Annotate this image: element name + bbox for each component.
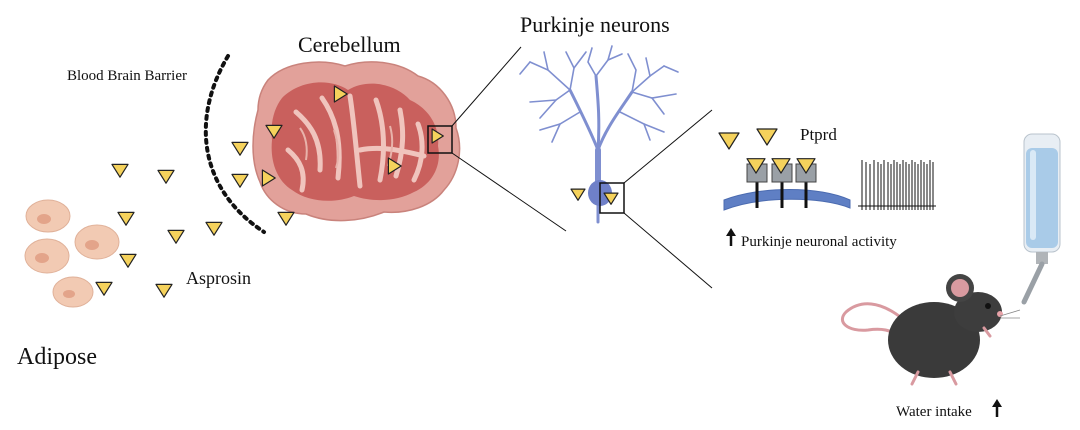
zoom-line	[623, 212, 713, 289]
asprosin-triangle-icon	[231, 173, 249, 188]
asprosin-triangle-icon	[265, 124, 283, 139]
asprosin-triangle-icon	[603, 192, 619, 205]
asprosin-triangle-icon	[231, 141, 249, 156]
cell-membrane	[723, 189, 851, 211]
zoom-line	[451, 152, 567, 232]
cerebellum-illustration	[252, 61, 461, 222]
asprosin-triangle-icon	[117, 211, 135, 226]
asprosin-triangle-icon	[431, 128, 444, 144]
asprosin-triangle-icon	[261, 169, 276, 187]
asprosin-triangle-icon	[771, 158, 791, 174]
asprosin-triangle-icon	[333, 85, 348, 103]
asprosin-triangle-icon	[718, 132, 740, 150]
purkinje-activity-label: Purkinje neuronal activity	[741, 234, 897, 250]
asprosin-triangle-icon	[111, 163, 129, 178]
zoom-line	[623, 109, 713, 184]
asprosin-molecules	[95, 85, 816, 298]
asprosin-label: Asprosin	[186, 268, 251, 288]
asprosin-triangle-icon	[756, 128, 778, 146]
adipose-cells	[24, 199, 120, 308]
asprosin-triangle-icon	[95, 281, 113, 296]
asprosin-triangle-icon	[746, 158, 766, 174]
asprosin-triangle-icon	[157, 169, 175, 184]
asprosin-triangle-icon	[796, 158, 816, 174]
asprosin-triangle-icon	[167, 229, 185, 244]
asprosin-triangle-icon	[205, 221, 223, 236]
adipose-label: Adipose	[17, 344, 97, 370]
neuron-zoom-box	[599, 182, 625, 214]
purkinje-neurons-label: Purkinje neurons	[520, 12, 670, 37]
ptprd-label: Ptprd	[800, 125, 837, 144]
mouse-icon	[840, 274, 1021, 386]
blood-brain-barrier-arc	[203, 54, 266, 234]
fat-cell-icon	[25, 199, 71, 233]
fat-cell-icon	[74, 224, 120, 260]
water-intake-label: Water intake	[896, 404, 972, 420]
blood-brain-barrier-label: Blood Brain Barrier	[67, 68, 187, 84]
asprosin-triangle-icon	[570, 188, 586, 201]
ptprd-receptor	[771, 163, 793, 208]
asprosin-triangle-icon	[155, 283, 173, 298]
up-arrow-icon	[726, 228, 736, 246]
cerebellum-label: Cerebellum	[298, 32, 401, 57]
asprosin-triangle-icon	[387, 157, 402, 175]
cerebellum-zoom-box	[427, 125, 453, 154]
asprosin-triangle-icon	[277, 211, 295, 226]
water-bottle-icon	[1021, 133, 1061, 305]
up-arrow-icon	[992, 399, 1002, 417]
fat-cell-icon	[52, 276, 94, 308]
asprosin-triangle-icon	[119, 253, 137, 268]
fat-cell-icon	[24, 238, 70, 274]
neuronal-activity-trace	[858, 160, 936, 210]
zoom-line	[451, 46, 522, 127]
